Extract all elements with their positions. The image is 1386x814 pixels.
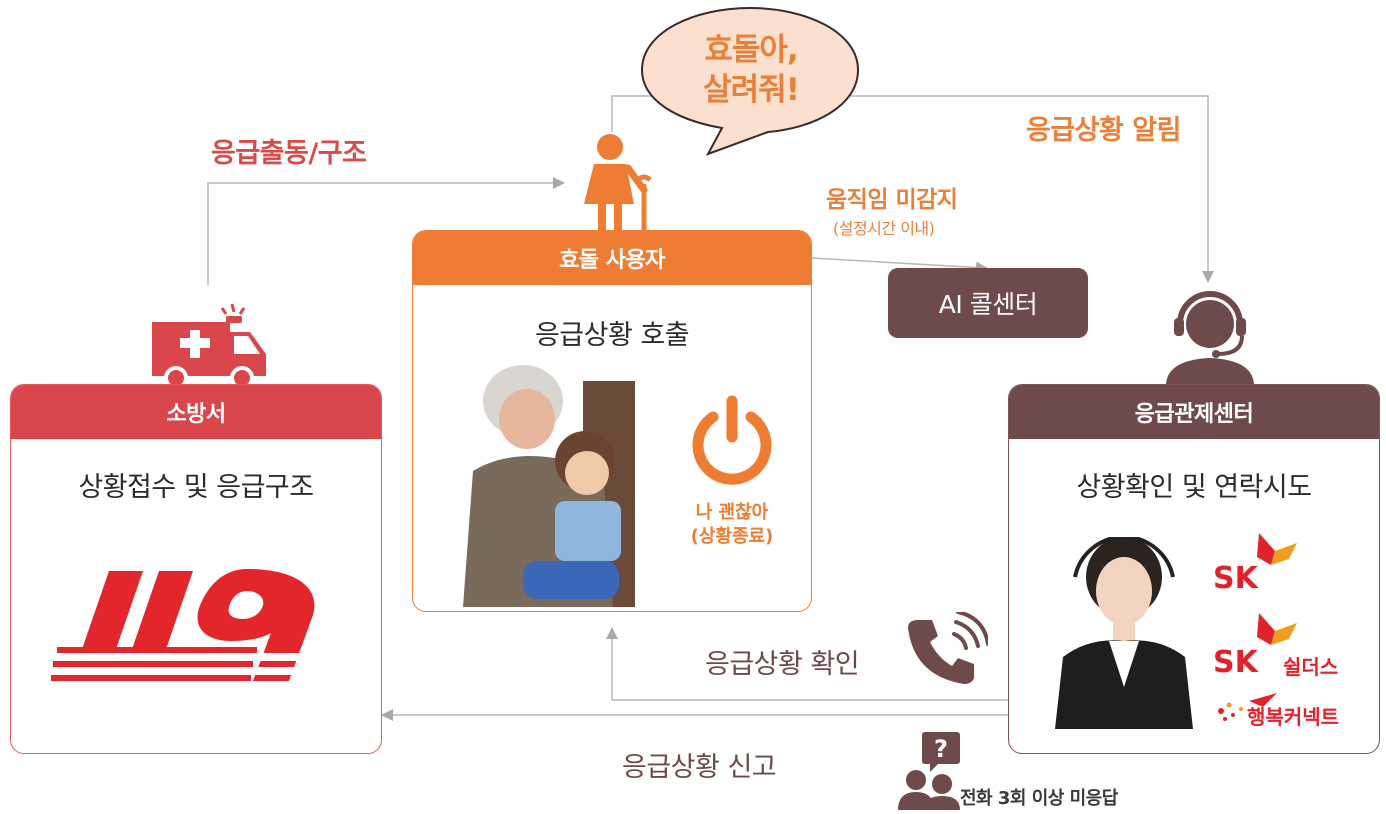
happy-connect-dots-icon	[1218, 693, 1277, 721]
connector-alert	[611, 95, 1214, 283]
sk-shielders-logo-sk: SK	[1213, 645, 1258, 680]
fire-station-card: 소방서 상황접수 및 응급구조	[10, 384, 382, 754]
power-label: 나 괜찮아 (상황종료)	[669, 501, 795, 549]
label-alert: 응급상황 알림	[1026, 115, 1181, 146]
logo-119	[51, 569, 341, 681]
speech-bubble-icon	[640, 6, 860, 156]
question-mark: ?	[934, 735, 948, 763]
shielders-text: 쉴더스	[1283, 655, 1339, 679]
people-question-icon: ?	[898, 732, 960, 810]
ai-call-center: AI 콜센터	[888, 268, 1088, 338]
fire-card-title: 소방서	[11, 385, 381, 439]
control-card-subtitle: 상황확인 및 연락시도	[1076, 472, 1312, 503]
control-card-title: 응급관제센터	[1009, 385, 1379, 439]
user-card: 효돌 사용자 응급상황 호출 나 괜찮아 (상황종료)	[412, 230, 812, 612]
sk-shielders-butterfly-icon	[1257, 613, 1297, 645]
power-icon	[692, 395, 772, 485]
sk-butterfly-icon	[1257, 533, 1297, 565]
user-card-subtitle: 응급상황 호출	[534, 320, 690, 351]
speech-bubble-text: 효돌아, 살려줘!	[656, 30, 846, 110]
connector-confirm	[606, 627, 1008, 701]
connector-dispatch	[207, 177, 565, 285]
happy-connect-text: 행복커넥트	[1247, 705, 1339, 729]
operator-headset-icon	[1166, 291, 1254, 386]
label-no-answer: 전화 3회 이상 미응답	[960, 788, 1118, 809]
power-label-1: 나 괜찮아	[695, 502, 769, 523]
operator-photo	[1055, 537, 1193, 729]
label-dispatch: 응급출동/구조	[211, 138, 367, 169]
bubble-line-2: 살려줘!	[703, 72, 800, 108]
elderly-with-doll-photo	[463, 361, 635, 607]
elderly-person-icon	[584, 134, 652, 232]
power-label-2: (상황종료)	[690, 526, 774, 547]
sk-logo: SK	[1213, 561, 1258, 596]
user-card-title: 효돌 사용자	[413, 231, 811, 285]
control-center-card: 응급관제센터 상황확인 및 연락시도 SK SK 쉴더스 행복커넥트	[1008, 384, 1380, 754]
label-confirm: 응급상황 확인	[705, 649, 860, 680]
ambulance-icon	[152, 303, 266, 388]
label-report: 응급상황 신고	[622, 752, 777, 783]
bubble-line-1: 효돌아,	[704, 32, 798, 68]
phone-ringing-icon	[908, 612, 988, 684]
connector-no-motion	[811, 257, 988, 274]
fire-card-subtitle: 상황접수 및 응급구조	[78, 472, 314, 503]
label-no-motion: 움직임 미감지	[826, 187, 958, 213]
label-no-motion-sub: (설정시간 이내)	[833, 219, 935, 238]
